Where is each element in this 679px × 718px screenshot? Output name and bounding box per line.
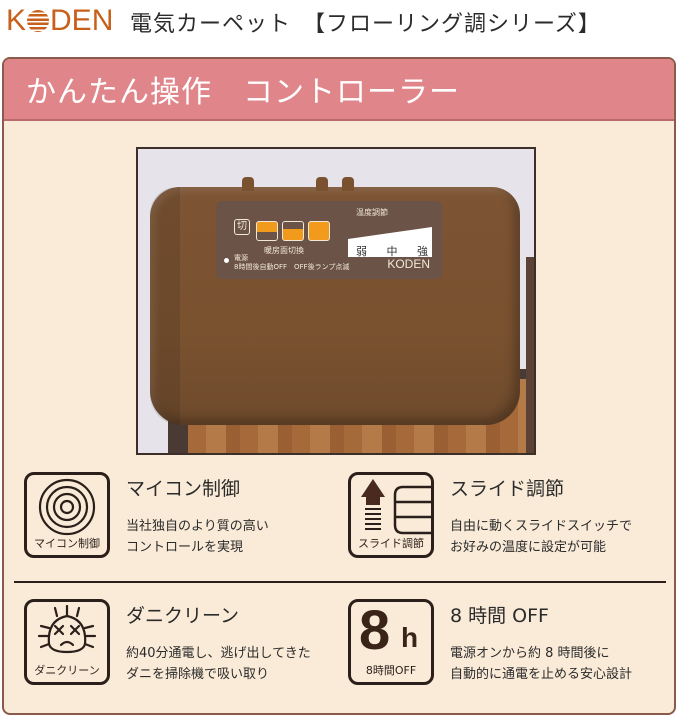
feature-title: ダニクリーン: [126, 605, 240, 627]
feature-title: 8 時間 OFF: [450, 605, 549, 627]
feature-title: スライド調節: [450, 478, 565, 500]
controller-body: 切 暖房面切換 温度調節 弱 中 強 電源 8時間後自動OFF OFF後ランプ点…: [150, 177, 520, 425]
off-label: 切: [234, 219, 250, 235]
panel-koden-logo: KODEN: [387, 257, 430, 271]
slider-knob-mode: [242, 177, 254, 191]
mode-indicator-1: [256, 221, 278, 241]
mode-indicator-3: [308, 221, 330, 241]
mite-clean-icon: ダニクリーン: [24, 599, 110, 685]
temp-mid: 中: [386, 245, 398, 258]
feature-card: かんたん操作 コントローラー 切 暖房面切換 温度調節 弱 中 強: [2, 57, 676, 715]
temp-scale-labels: 弱 中 強: [356, 243, 428, 259]
controller-panel: 切 暖房面切換 温度調節 弱 中 強 電源 8時間後自動OFF OFF後ランプ点…: [216, 201, 442, 279]
temp-low: 弱: [356, 245, 367, 258]
feature-description: 約40分通電し、逃げ出してきた ダニを掃除機で吸い取り: [126, 646, 311, 682]
logo-striped-circle-icon: [27, 10, 50, 32]
feature-8h-off: 8 h 8時間OFF 8 時間 OFF 電源オンから約 8 時間後に 自動的に通…: [348, 598, 668, 695]
section-title: かんたん操作 コントローラー: [26, 75, 460, 110]
8h-unit: h: [401, 622, 419, 653]
controller-side-shade: [150, 187, 180, 425]
slider-knob-temp: [342, 177, 354, 191]
controller-photo: 切 暖房面切換 温度調節 弱 中 強 電源 8時間後自動OFF OFF後ランプ点…: [136, 147, 536, 455]
power-led-icon: [224, 258, 229, 263]
feature-slide-adjust: スライド調節 スライド調節 自由に動くスライドスイッチで お好みの温度に設定が可…: [348, 472, 668, 568]
temp-high: 強: [417, 245, 428, 258]
logo-letters-den: DEN: [50, 4, 114, 37]
carpet-side: [526, 257, 534, 453]
feature-mite-clean: ダニクリーン ダニクリーン 約40分通電し、逃げ出してきた ダニを掃除機で吸い取…: [24, 599, 344, 695]
feature-title: マイコン制御: [126, 478, 241, 500]
icon-caption: スライド調節: [358, 537, 424, 550]
feature-description: 当社独自のより質の高い コントロールを実現: [126, 519, 269, 555]
feature-description: 自由に動くスライドスイッチで お好みの温度に設定が可能: [450, 519, 633, 555]
temp-label: 温度調節: [356, 208, 388, 217]
section-divider: [14, 581, 666, 583]
koden-logo: K DEN: [6, 4, 113, 38]
feature-description: 電源オンから約 8 時間後に 自動的に通電を止める安心設計: [450, 646, 633, 682]
icon-caption: ダニクリーン: [34, 664, 100, 677]
power-label: 電源: [234, 254, 248, 262]
slider-knob-1: [316, 177, 328, 191]
page-header: K DEN 電気カーペット 【フローリング調シリーズ】: [0, 0, 679, 46]
icon-caption: マイコン制御: [34, 537, 100, 550]
power-note: 8時間後自動OFF OFF後ランプ点滅: [234, 263, 350, 271]
product-title: 電気カーペット 【フローリング調シリーズ】: [130, 12, 601, 37]
mode-indicator-2: [282, 221, 304, 241]
mode-label: 暖房面切換: [264, 246, 304, 255]
section-header: かんたん操作 コントローラー: [4, 59, 674, 121]
microcomputer-control-icon: マイコン制御: [24, 472, 110, 558]
feature-microcomputer: マイコン制御 マイコン制御 当社独自のより質の高い コントロールを実現: [24, 472, 344, 568]
logo-letter-k: K: [6, 4, 27, 37]
slide-adjust-icon: スライド調節: [348, 472, 434, 558]
icon-caption: 8時間OFF: [365, 664, 417, 677]
8h-off-icon: 8 h 8時間OFF: [348, 598, 434, 685]
8h-big-number: 8: [359, 598, 391, 661]
